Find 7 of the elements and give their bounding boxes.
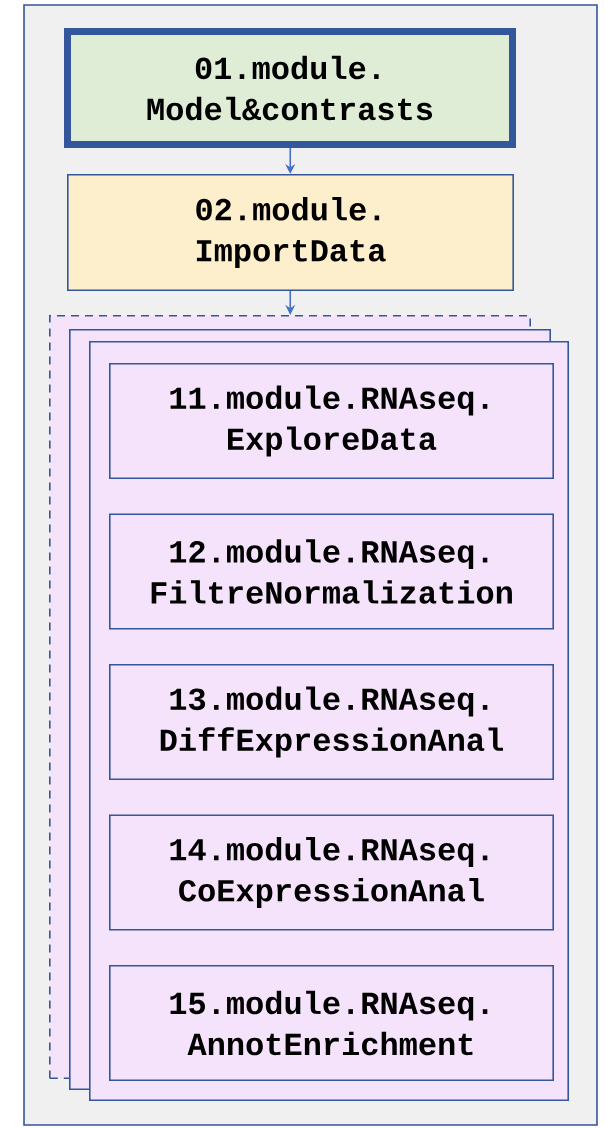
module-box: 13.module.RNAseq. DiffExpressionAnal bbox=[109, 664, 554, 780]
module-box: 01.module. Model&contrasts bbox=[64, 28, 516, 148]
module-box: 12.module.RNAseq. FiltreNormalization bbox=[109, 513, 554, 630]
module-box: 11.module.RNAseq. ExploreData bbox=[109, 363, 554, 479]
module-box: 15.module.RNAseq. AnnotEnrichment bbox=[109, 965, 554, 1081]
module-box: 02.module. ImportData bbox=[67, 174, 514, 291]
module-box: 14.module.RNAseq. CoExpressionAnal bbox=[109, 814, 554, 931]
